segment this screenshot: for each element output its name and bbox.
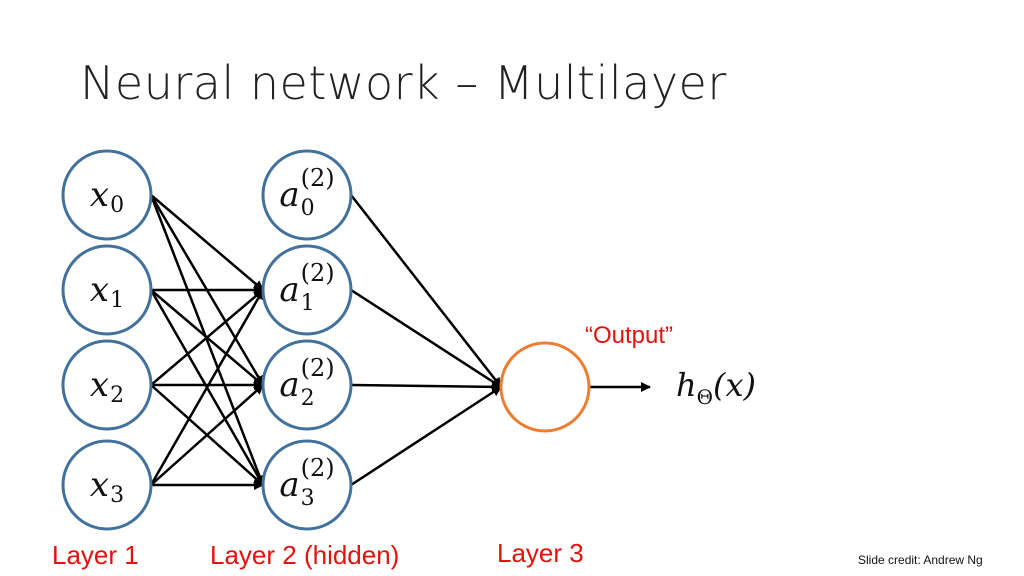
hidden-node-a2-sup: (2) [300, 354, 335, 382]
output-h: h [676, 366, 697, 404]
hidden-node-a3-var: a [279, 465, 300, 505]
hidden-node-a2-label: a(2) 2 [262, 340, 352, 430]
input-node-x3 [61, 439, 153, 531]
input-node-x2 [61, 339, 153, 431]
layer2-label: Layer 2 (hidden) [210, 540, 400, 570]
edge-a0-out [350, 194, 502, 388]
hidden-node-a3-label: a(2) 3 [262, 440, 352, 530]
edges [149, 194, 651, 490]
input-node-x0 [61, 149, 153, 241]
edge-x3-a2 [150, 384, 264, 486]
input-node-x1-sub: 1 [110, 287, 125, 313]
hidden-node-a0-label: a(2) 0 [262, 150, 352, 240]
hidden-node-a2-sub: 2 [300, 386, 315, 411]
hidden-node-a3-sub: 3 [300, 486, 315, 511]
slide-title: Neural network – Multilayer [80, 56, 727, 110]
input-node-x0-var: x [89, 175, 110, 215]
hidden-node-a0-sup: (2) [300, 164, 335, 192]
slide-credit: Slide credit: Andrew Ng [858, 553, 983, 567]
output-arg: (x) [713, 366, 757, 404]
edge-a3-out [350, 385, 502, 487]
hidden-node-a1-label: a(2) 1 [262, 245, 352, 335]
hidden-node-a1-sub: 1 [300, 291, 315, 316]
input-node-x2-sub: 2 [110, 382, 125, 408]
output-node [499, 341, 591, 433]
nodes [61, 149, 591, 531]
input-node-x0-sub: 0 [110, 192, 125, 218]
layer3-label: Layer 3 [497, 538, 584, 568]
output-tag: “Output” [585, 322, 674, 349]
hidden-node-a0-var: a [279, 175, 300, 215]
output-expression: hΘ(x) [676, 366, 757, 409]
hidden-node-a2 [261, 339, 353, 431]
hidden-node-a1 [261, 244, 353, 336]
input-node-x1-var: x [89, 270, 110, 310]
output-theta: Θ [696, 385, 714, 409]
input-node-x3-sub: 3 [110, 482, 125, 508]
hidden-node-a0-sub: 0 [300, 196, 315, 221]
edge-x0-a3 [149, 194, 265, 486]
edge-x2-a1 [150, 289, 264, 386]
edge-a2-out [350, 381, 502, 392]
hidden-node-a3 [261, 439, 353, 531]
hidden-node-a3-sup: (2) [300, 454, 335, 482]
hidden-node-a0 [261, 149, 353, 241]
edge-a1-out [350, 288, 502, 389]
hidden-node-a1-var: a [279, 270, 300, 310]
layer1-label: Layer 1 [52, 540, 139, 570]
hidden-node-a1-sup: (2) [300, 259, 335, 287]
edge-x0-a1 [150, 194, 264, 291]
hidden-node-a2-var: a [279, 365, 300, 405]
input-node-x3-var: x [89, 465, 110, 505]
edge-x3-a1 [149, 289, 265, 486]
input-node-x1 [61, 244, 153, 336]
input-node-x2-var: x [89, 365, 110, 405]
